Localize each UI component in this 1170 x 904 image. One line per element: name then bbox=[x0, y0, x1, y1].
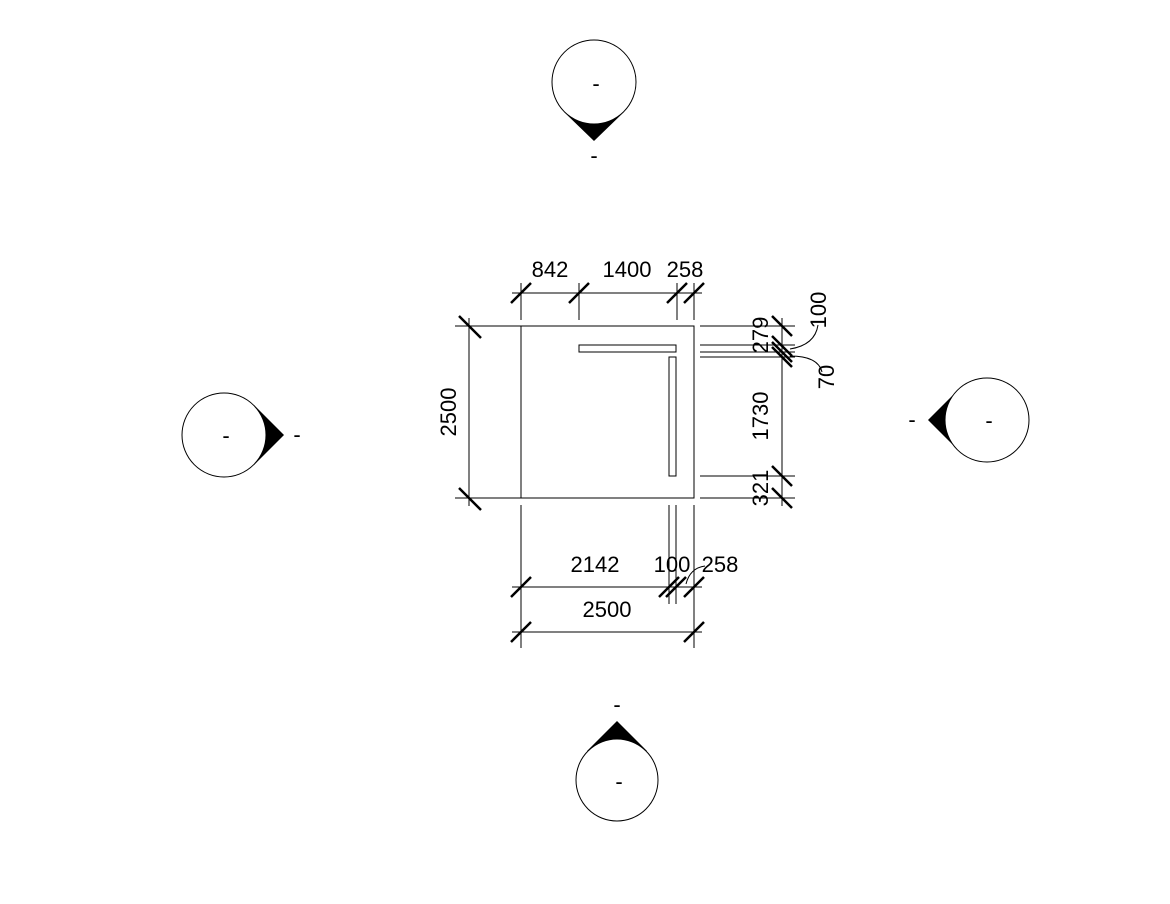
marker-left-outside: - bbox=[293, 422, 300, 447]
marker-top-outside: - bbox=[590, 143, 597, 168]
dim-70: 70 bbox=[814, 365, 839, 389]
dim-1730: 1730 bbox=[748, 392, 773, 441]
elevation-marker-right[interactable]: - - bbox=[908, 377, 1030, 463]
elevation-marker-left[interactable]: - - bbox=[181, 392, 301, 478]
dim-2500-bottom: 2500 bbox=[583, 597, 632, 622]
horizontal-bar bbox=[578, 344, 677, 353]
elevation-marker-bottom[interactable]: - - bbox=[575, 692, 659, 822]
bottom-dimension: 2142 100 258 2500 bbox=[510, 505, 739, 648]
dim-2500-left: 2500 bbox=[436, 388, 461, 437]
dim-279: 279 bbox=[748, 317, 773, 354]
left-dimension: 2500 bbox=[436, 315, 521, 511]
marker-right-inside: - bbox=[985, 408, 992, 433]
top-dimension: 842 1400 258 bbox=[510, 257, 705, 320]
room-outline bbox=[520, 325, 695, 499]
marker-right-outside: - bbox=[908, 407, 915, 432]
dim-842: 842 bbox=[532, 257, 569, 282]
marker-bottom-outside: - bbox=[613, 692, 620, 717]
marker-top-inside: - bbox=[592, 71, 599, 96]
dim-321: 321 bbox=[748, 470, 773, 507]
dim-2142: 2142 bbox=[571, 552, 620, 577]
dim-100-bottom: 100 bbox=[654, 552, 691, 577]
dim-258-top: 258 bbox=[667, 257, 704, 282]
dim-100-right: 100 bbox=[806, 292, 831, 329]
elevation-marker-top[interactable]: - - bbox=[551, 39, 637, 168]
vertical-bar bbox=[668, 356, 677, 477]
right-dimension: 279 100 70 1730 321 bbox=[700, 292, 839, 509]
dim-1400: 1400 bbox=[603, 257, 652, 282]
dim-258-bottom: 258 bbox=[702, 552, 739, 577]
marker-left-inside: - bbox=[222, 423, 229, 448]
marker-bottom-inside: - bbox=[615, 769, 622, 794]
